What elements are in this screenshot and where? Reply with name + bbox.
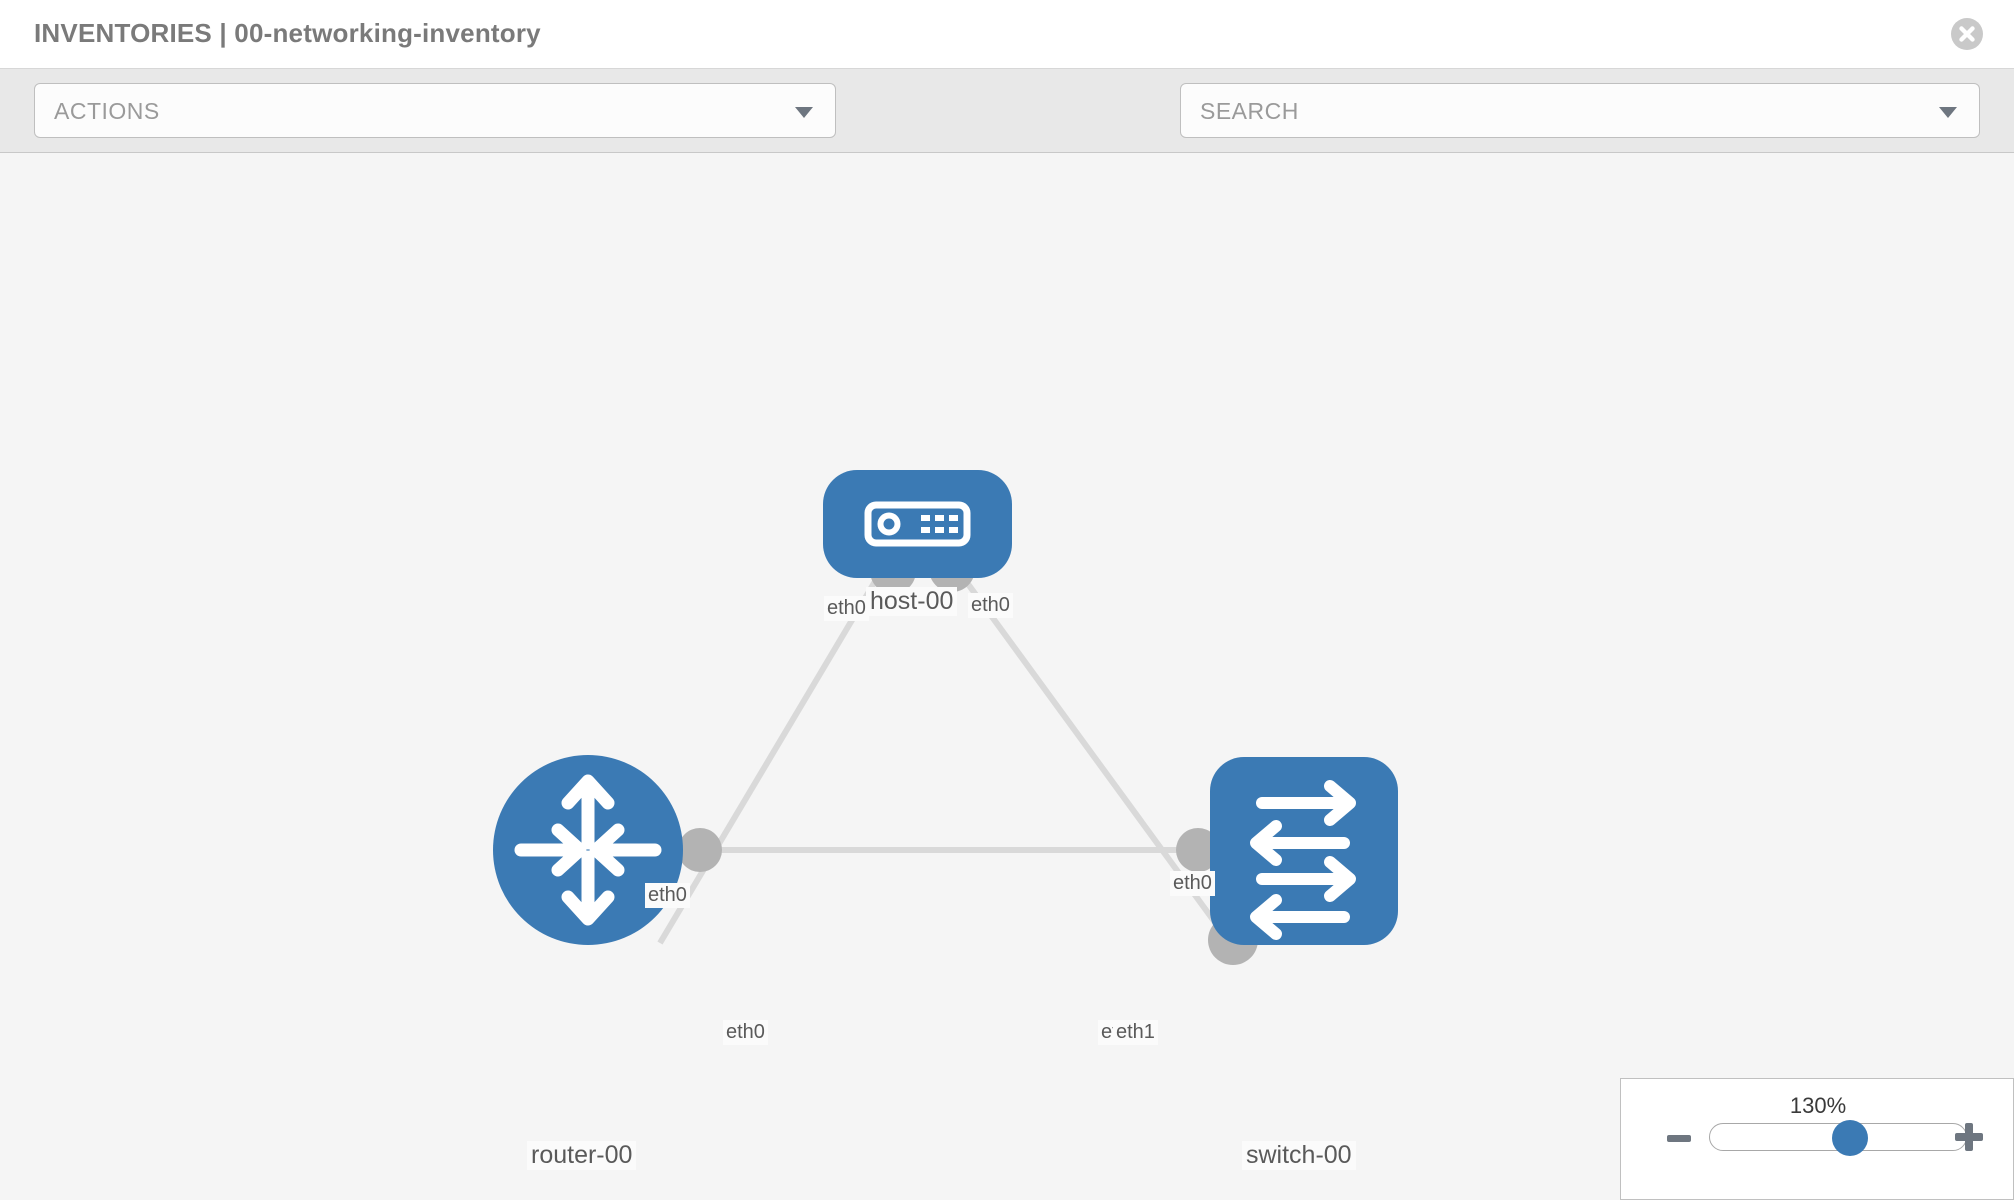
chevron-down-icon bbox=[1939, 107, 1957, 118]
zoom-slider-track[interactable] bbox=[1709, 1120, 1967, 1156]
page-header: INVENTORIES | 00-networking-inventory bbox=[0, 0, 2014, 69]
edge-label: eth0 bbox=[723, 1020, 768, 1045]
search-input[interactable]: SEARCH bbox=[1180, 83, 1980, 138]
edge-label: eth0 bbox=[1170, 871, 1215, 896]
chevron-down-icon bbox=[795, 107, 813, 118]
router-arrows-icon bbox=[514, 774, 662, 926]
node-label-switch: switch-00 bbox=[1242, 1141, 1356, 1170]
close-icon[interactable] bbox=[1950, 17, 1984, 51]
plus-icon[interactable] bbox=[1955, 1123, 1983, 1151]
node-label-router: router-00 bbox=[527, 1141, 637, 1170]
zoom-slider-thumb[interactable] bbox=[1832, 1120, 1869, 1156]
topology-graph bbox=[493, 470, 1398, 965]
edge-label: eth0 bbox=[824, 596, 869, 621]
search-placeholder: SEARCH bbox=[1200, 98, 1299, 124]
node-switch-00[interactable] bbox=[1210, 757, 1398, 945]
actions-dropdown[interactable]: ACTIONS bbox=[34, 83, 836, 138]
edge-label: eth1 bbox=[1113, 1020, 1158, 1045]
toolbar: ACTIONS SEARCH bbox=[0, 69, 2014, 196]
edge-label: eth0 bbox=[645, 883, 690, 908]
node-host-00[interactable] bbox=[823, 470, 1012, 578]
page-title: INVENTORIES | 00-networking-inventory bbox=[34, 18, 541, 48]
node-label-host: host-00 bbox=[866, 587, 958, 616]
switch-arrows-icon bbox=[1250, 780, 1356, 940]
zoom-level-label: 130% bbox=[1789, 1093, 1847, 1118]
connector-switch-left bbox=[1176, 828, 1220, 872]
edge-label: eth0 bbox=[968, 593, 1013, 618]
node-router-00[interactable] bbox=[493, 755, 683, 945]
topology-canvas[interactable]: eth0 eth0 eth0 eth0 eth0 eth0 eth1 host-… bbox=[0, 153, 2014, 1200]
server-icon bbox=[864, 501, 971, 547]
actions-dropdown-label: ACTIONS bbox=[54, 98, 160, 124]
connector-router-right bbox=[678, 828, 722, 872]
link-group bbox=[657, 571, 1233, 945]
link-host-router bbox=[657, 571, 883, 945]
zoom-control-panel: 130% bbox=[1620, 1078, 2014, 1200]
minus-icon[interactable] bbox=[1667, 1135, 1691, 1142]
